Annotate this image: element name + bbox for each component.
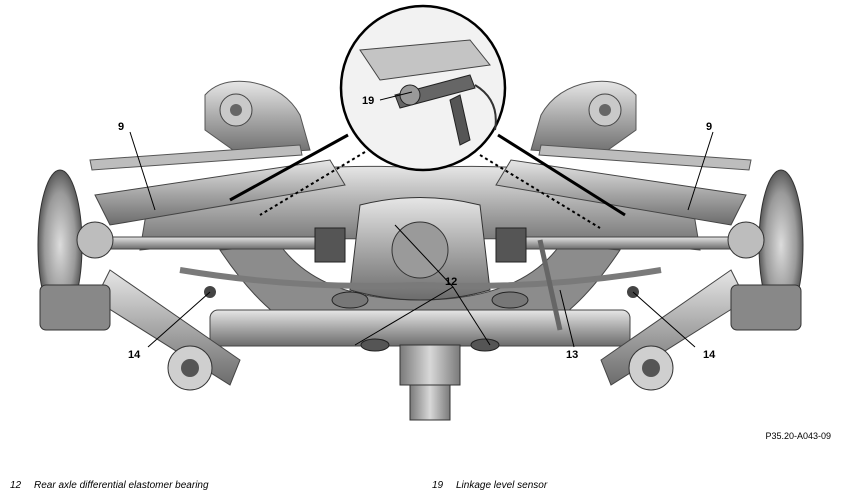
legend-text: Linkage level sensor (456, 480, 548, 491)
callout-14-left: 14 (128, 349, 141, 361)
legend-number: 19 (432, 480, 444, 491)
legend-text: Rear axle differential elastomer bearing (34, 480, 209, 491)
left-wheel-hub (37, 169, 114, 331)
stabilizer-bar (179, 267, 662, 289)
callout-13: 13 (566, 349, 578, 361)
left-lower-arm (94, 269, 241, 391)
leader-lines (129, 91, 714, 348)
right-drive-shaft (495, 227, 732, 263)
right-wheel-hub (727, 169, 804, 331)
detail-magnifier-lines (229, 133, 626, 229)
left-shock-mount (204, 80, 311, 156)
rear-differential (349, 197, 491, 421)
legend-number: 12 (10, 480, 22, 491)
left-upper-control-arm (89, 144, 346, 226)
callout-12: 12 (445, 276, 457, 288)
level-sensor-detail-circle (339, 4, 507, 172)
callout-14-right: 14 (703, 349, 716, 361)
callout-19: 19 (362, 95, 374, 107)
callout-9-right: 9 (706, 121, 712, 133)
right-trailing-link (537, 239, 563, 331)
differential-elastomer-bearings (331, 291, 529, 352)
callout-9-left: 9 (118, 121, 124, 133)
legend-item-12: 12 Rear axle differential elastomer beari… (10, 480, 209, 491)
right-shock-mount (530, 80, 637, 156)
right-upper-control-arm (495, 144, 752, 226)
figure-reference-code: P35.20-A043-09 (765, 431, 831, 441)
legend-item-19: 19 Linkage level sensor (432, 480, 547, 491)
